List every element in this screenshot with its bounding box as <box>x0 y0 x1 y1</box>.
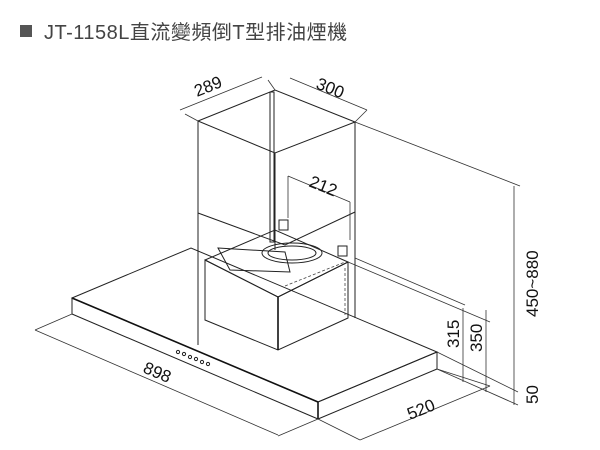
dim-chimney-depth: 289 <box>191 72 224 100</box>
bullet-square-icon <box>20 24 32 37</box>
motor-box <box>204 229 349 351</box>
dim-box-height: 350 <box>467 324 486 352</box>
title-text: JT-1158L直流變頻倒T型排油煙機 <box>44 22 348 44</box>
control-buttons <box>175 349 211 367</box>
dim-box-height-inner: 315 <box>444 320 463 348</box>
page-title: JT-1158L直流變頻倒T型排油煙機 <box>20 16 348 45</box>
dimension-lines <box>34 76 521 441</box>
dim-panel-thickness: 50 <box>523 385 542 404</box>
dim-width: 898 <box>140 358 174 387</box>
dim-height-total: 450~880 <box>523 250 542 317</box>
chimney <box>197 89 356 345</box>
mounting-bracket <box>269 91 275 243</box>
canopy-panel <box>70 247 439 420</box>
dim-chimney-width: 300 <box>314 74 347 102</box>
dim-depth: 520 <box>404 395 437 423</box>
